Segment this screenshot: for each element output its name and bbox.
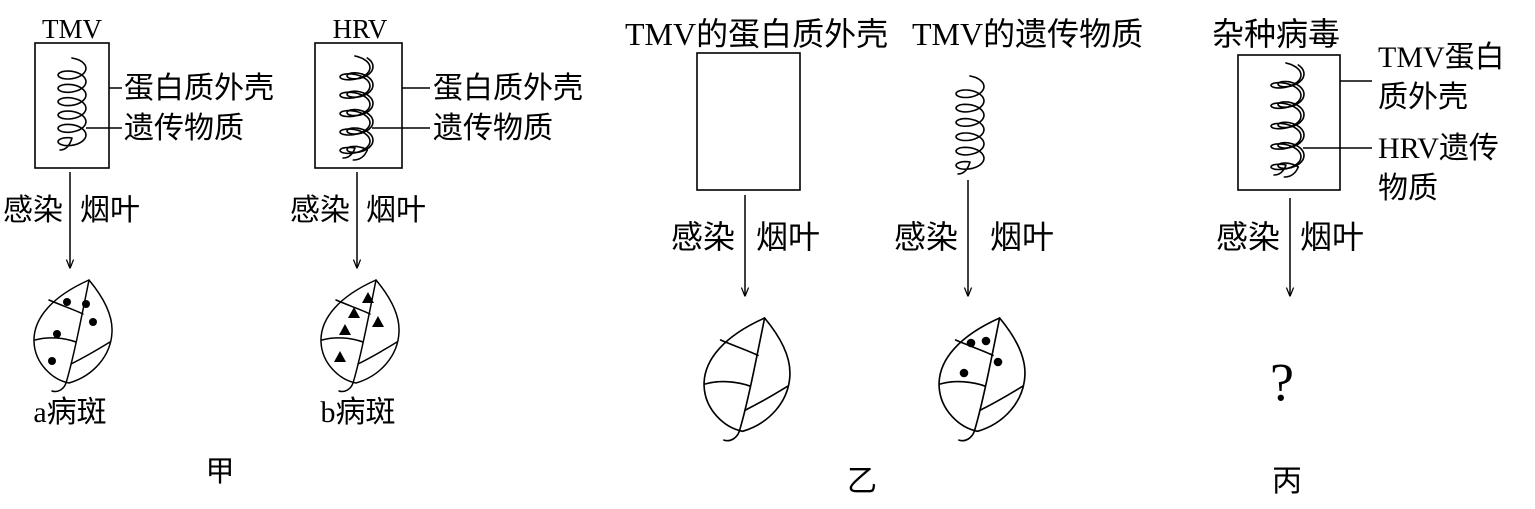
lesion-triangle [362, 292, 374, 303]
hrv-genetic-label: 遗传物质 [433, 112, 553, 145]
hybrid-infect-label: 感染 [1216, 219, 1280, 255]
lesion-dot [82, 300, 90, 308]
lesion-dot [63, 298, 71, 306]
unknown-result-mark: ? [1270, 352, 1294, 412]
lesion-dot [53, 330, 61, 338]
panel-bing: 杂种病毒 TMV蛋白 质外壳 HRV遗传 物质 感染 烟叶 ? 丙 [1212, 16, 1505, 498]
hrv-shell-label: 蛋白质外壳 [433, 72, 583, 105]
genetic-leaf-label: 烟叶 [990, 219, 1054, 255]
tmv-title: TMV [42, 14, 103, 44]
tmv-infected-leaf [33, 279, 113, 393]
tmv-infect-label: 感染 [3, 194, 63, 227]
tmv-genetic-coil [57, 57, 87, 151]
hybrid-leaf-label: 烟叶 [1300, 219, 1364, 255]
hrv-leaf-label: 烟叶 [366, 194, 426, 227]
hrv-genetic-coil-strand [346, 57, 374, 161]
hrv-result-label: b病斑 [321, 396, 396, 429]
hybrid-genetic-label-line-1: HRV遗传 [1378, 132, 1499, 165]
lesion-dot [981, 336, 991, 346]
hrv-title: HRV [333, 14, 388, 44]
tmv-shell-title: TMV的蛋白质外壳 [625, 16, 888, 52]
lesion-dot [89, 318, 97, 326]
tmv-genetic-experiment: TMV的遗传物质 感染 烟叶 [894, 16, 1143, 442]
tmv-genetic-label: 遗传物质 [124, 112, 244, 145]
panel-jia: TMV 蛋白质外壳 遗传物质 感染 烟叶 a病斑 HRV [3, 14, 583, 488]
healthy-leaf [703, 317, 791, 442]
lesion-triangle [372, 316, 384, 327]
tmv-genetic-title: TMV的遗传物质 [912, 16, 1143, 52]
lesion-dot [959, 368, 969, 378]
hrv-infected-leaf [320, 279, 400, 393]
panel-bing-label: 丙 [1272, 465, 1302, 498]
hrv-virus-box [314, 42, 403, 169]
hybrid-virus-box [1237, 54, 1341, 191]
genetic-lesion-spots [959, 336, 1003, 378]
tmv-genetic-coil [955, 75, 985, 175]
lesion-triangle [348, 307, 360, 318]
lesion-dot [966, 338, 976, 348]
hybrid-virus-title: 杂种病毒 [1212, 16, 1340, 52]
tmv-result-label: a病斑 [33, 396, 106, 429]
genetic-infect-label: 感染 [894, 219, 958, 255]
panel-jia-label: 甲 [205, 456, 234, 488]
hrv-genetic-coil-strand [1277, 64, 1305, 178]
lesion-dot [48, 357, 56, 365]
tmv-lesion-spots [48, 298, 97, 365]
tmv-virus-box [34, 42, 110, 169]
panel-yi: TMV的蛋白质外壳 感染 烟叶 TMV的遗传物质 感染 烟叶 乙 [625, 16, 1143, 498]
lesion-triangle [339, 324, 351, 335]
panel-yi-label: 乙 [847, 465, 877, 498]
hrv-genetic-coil-strand [339, 55, 371, 159]
tmv-leaf-label: 烟叶 [80, 194, 140, 227]
hybrid-shell-label-line-1: TMV蛋白 [1378, 41, 1505, 74]
hrv-experiment: HRV 蛋白质外壳 遗传物质 感染 烟叶 b病斑 [290, 14, 583, 429]
lesion-triangle [334, 351, 346, 362]
hybrid-genetic-label-line-2: 物质 [1378, 172, 1438, 205]
hrv-infect-label: 感染 [290, 194, 350, 227]
hybrid-shell-label-line-2: 质外壳 [1378, 81, 1468, 114]
hrv-genetic-coil-strand [1270, 62, 1302, 176]
tmv-shell-experiment: TMV的蛋白质外壳 感染 烟叶 [625, 16, 888, 442]
lesion-dot [993, 357, 1003, 367]
empty-shell-box [696, 52, 801, 191]
tmv-experiment: TMV 蛋白质外壳 遗传物质 感染 烟叶 a病斑 [3, 14, 274, 429]
shell-leaf-label: 烟叶 [756, 219, 820, 255]
tmv-lesion-leaf [938, 317, 1026, 442]
tmv-shell-label: 蛋白质外壳 [124, 72, 274, 105]
shell-infect-label: 感染 [671, 219, 735, 255]
hrv-lesion-triangles [334, 292, 384, 362]
